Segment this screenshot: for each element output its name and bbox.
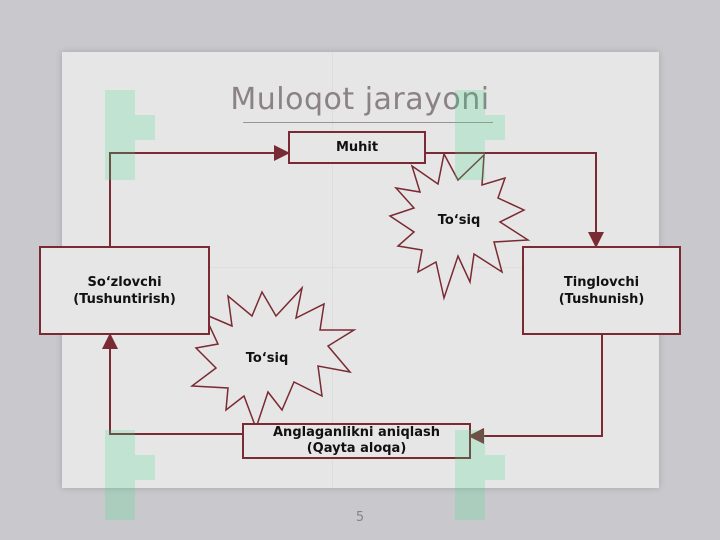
listener-sublabel: (Tushunish) <box>558 291 645 307</box>
connector-environment-to-listener <box>426 152 604 248</box>
speaker-sublabel: (Tushuntirish) <box>73 291 176 307</box>
feedback-box: Anglaganlikni aniqlash (Qayta aloqa) <box>242 423 471 459</box>
connector-listener-to-feedback <box>468 335 603 444</box>
barrier-bottom-label: To‘siq <box>245 351 289 366</box>
barrier-burst-top <box>388 151 531 301</box>
feedback-label: Anglaganlikni aniqlash <box>273 425 440 440</box>
feedback-sublabel: (Qayta aloqa) <box>306 441 407 456</box>
title-underline <box>243 122 493 123</box>
page-number: 5 <box>355 510 365 525</box>
listener-label: Tinglovchi <box>563 274 640 290</box>
paper-fold-vertical <box>332 52 333 488</box>
connector-speaker-to-environment <box>109 145 290 246</box>
barrier-top-label: To‘siq <box>437 213 481 228</box>
diagram-title: Muloqot jarayoni <box>230 82 490 117</box>
connector-feedback-to-speaker <box>102 333 242 435</box>
environment-box: Muhit <box>288 131 426 164</box>
speaker-label: So‘zlovchi <box>87 274 162 290</box>
speaker-box: So‘zlovchi (Tushuntirish) <box>39 246 210 335</box>
listener-box: Tinglovchi (Tushunish) <box>522 246 681 335</box>
environment-label: Muhit <box>335 140 379 155</box>
paper-fold-horizontal <box>62 267 659 268</box>
barrier-burst-bottom <box>189 285 357 431</box>
